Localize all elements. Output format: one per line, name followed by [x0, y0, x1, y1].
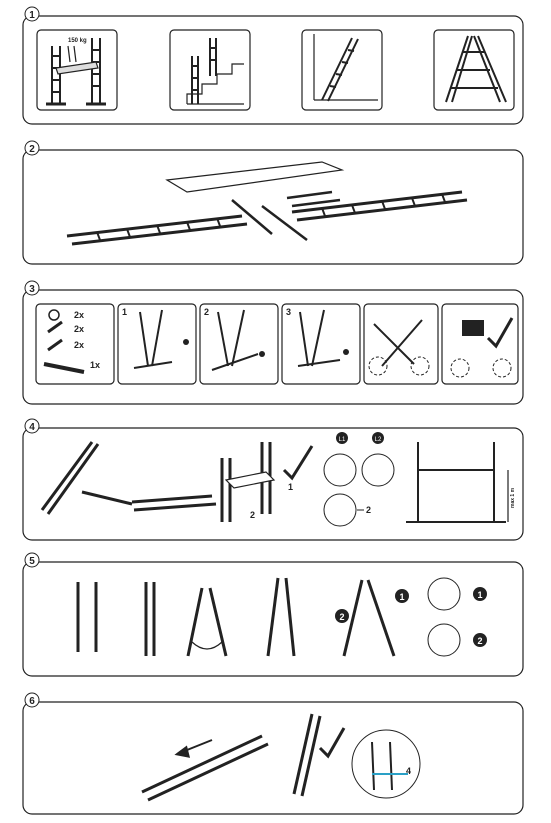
- step-3-panel: 3 2x 2x 2x 1x 1 2 3: [22, 280, 525, 406]
- step-5-panel: 5 1 2 1 2: [22, 552, 525, 678]
- step-5-number: 5: [29, 556, 35, 567]
- step-4-diagram: 4 1 2 L1 L2 2 max 1 m: [22, 418, 524, 541]
- step-3-diagram: 3 2x 2x 2x 1x 1 2 3: [22, 280, 524, 405]
- platform-height-diagram: [406, 442, 509, 523]
- step-1-number: 1: [29, 10, 35, 21]
- step-2-number: 2: [29, 144, 35, 155]
- detail-label-2: 2: [366, 505, 371, 515]
- step-1-diagram: 1 150 kg: [22, 6, 524, 125]
- incorrect-example: [363, 303, 439, 385]
- part-qty-3: 2x: [74, 340, 84, 350]
- scaffold-weight-illustration: 150 kg: [36, 29, 118, 111]
- max-height-label: max 1 m: [510, 487, 516, 508]
- callout-1: 1: [399, 592, 404, 602]
- a-frame-with-callouts: [342, 579, 396, 657]
- part-qty-2: 2x: [74, 324, 84, 334]
- callout-dot: [343, 349, 349, 355]
- part-qty-1: 2x: [74, 310, 84, 320]
- step-4-number: 4: [29, 422, 35, 433]
- a-frame-ladder-illustration: [433, 29, 515, 111]
- step-1-panel: 1 150 kg: [22, 6, 525, 126]
- step-4-panel: 4 1 2 L1 L2 2 max 1 m: [22, 418, 525, 542]
- label-2: 2: [250, 510, 255, 520]
- straight-ladder: [292, 713, 322, 797]
- connector-bars: [231, 190, 341, 241]
- callout-4: 4: [406, 766, 411, 776]
- step-6-panel: 6 4: [22, 692, 525, 818]
- callout-dot: [259, 351, 265, 357]
- folded-ladder: [76, 582, 98, 652]
- ladder-flat-fold: [141, 734, 269, 802]
- weight-label: 150 kg: [68, 38, 87, 44]
- zoom-callout-1: 1: [477, 590, 482, 600]
- right-ladder-section: [291, 190, 468, 222]
- detail-L1: L1: [339, 437, 346, 443]
- step-6-number: 6: [29, 696, 35, 707]
- wall-ladder-illustration: [301, 29, 383, 111]
- assembled-scaffold: [220, 442, 276, 522]
- step-5-diagram: 5 1 2 1 2: [22, 552, 524, 677]
- assembly-tilted-ladders: [40, 441, 217, 515]
- substep-3-label: 3: [286, 307, 291, 317]
- zoom-details: 1 2: [427, 577, 487, 657]
- substep-1: 1: [117, 303, 197, 385]
- checkmark-icon: [282, 445, 314, 481]
- substep-1-label: 1: [122, 307, 127, 317]
- zoom-callout-2: 2: [477, 636, 482, 646]
- substep-3: 3: [281, 303, 361, 385]
- callout-dot: [183, 339, 189, 345]
- callout-2: 2: [339, 612, 344, 622]
- step-6-diagram: 6 4: [22, 692, 524, 815]
- step-3-number: 3: [29, 284, 35, 295]
- parts-list: 2x 2x 2x 1x: [35, 303, 115, 385]
- zoom-hinge-detail: 4: [351, 729, 421, 799]
- part-qty-4: 1x: [90, 360, 100, 370]
- a-frame-ladder: [266, 577, 296, 657]
- step-2-panel: 2: [22, 140, 525, 266]
- detail-views: L1 L2 2: [323, 432, 395, 527]
- platform-board: [165, 161, 345, 193]
- step-2-diagram: 2: [22, 140, 524, 265]
- detail-L2: L2: [375, 437, 382, 443]
- substep-2: 2: [199, 303, 279, 385]
- ladder-folding-sequence: [144, 582, 228, 657]
- left-ladder-section: [66, 214, 248, 246]
- correct-example: [441, 303, 519, 385]
- label-1: 1: [288, 482, 293, 492]
- checkmark-icon: [318, 727, 346, 759]
- checkmark-icon: [486, 317, 514, 349]
- stairs-scaffold-illustration: [169, 29, 251, 111]
- substep-2-label: 2: [204, 307, 209, 317]
